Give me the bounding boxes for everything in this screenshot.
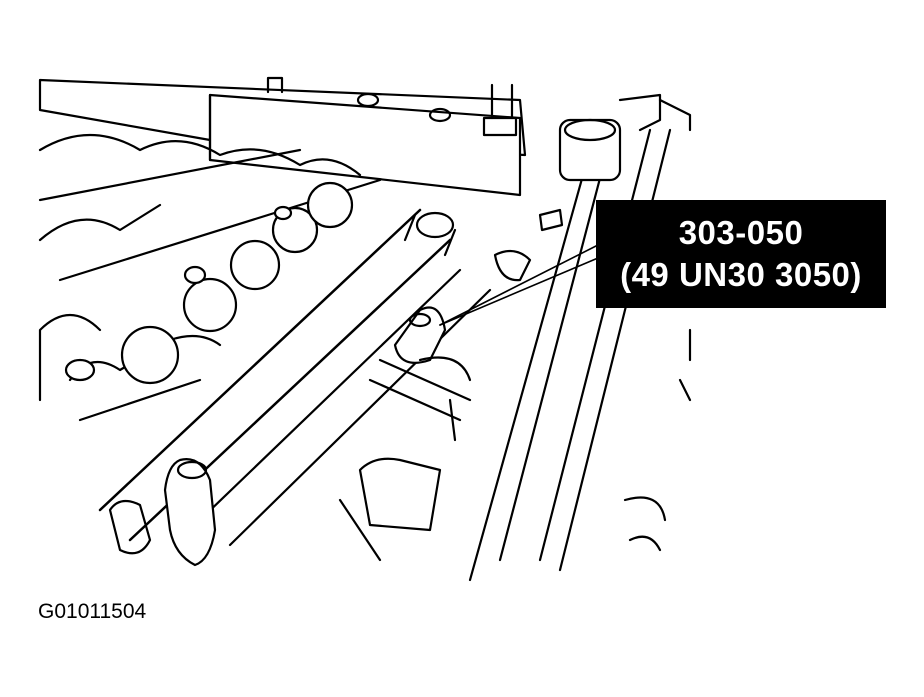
figure-id-label: G01011504 — [38, 600, 147, 623]
tool-number-label: 303-050 — [678, 214, 804, 251]
fuel-injectors — [64, 181, 354, 385]
lower-hoses — [108, 457, 442, 567]
upper-bracket — [38, 76, 527, 197]
callout-leader-lines — [439, 244, 599, 326]
right-frame — [468, 93, 692, 582]
special-tool-callout: 303-050 (49 UN30 3050) — [596, 200, 886, 308]
tool-alt-number-label: (49 UN30 3050) — [620, 256, 862, 293]
right-lower-details — [623, 328, 692, 552]
fuel-line-quick-connect — [368, 306, 472, 442]
